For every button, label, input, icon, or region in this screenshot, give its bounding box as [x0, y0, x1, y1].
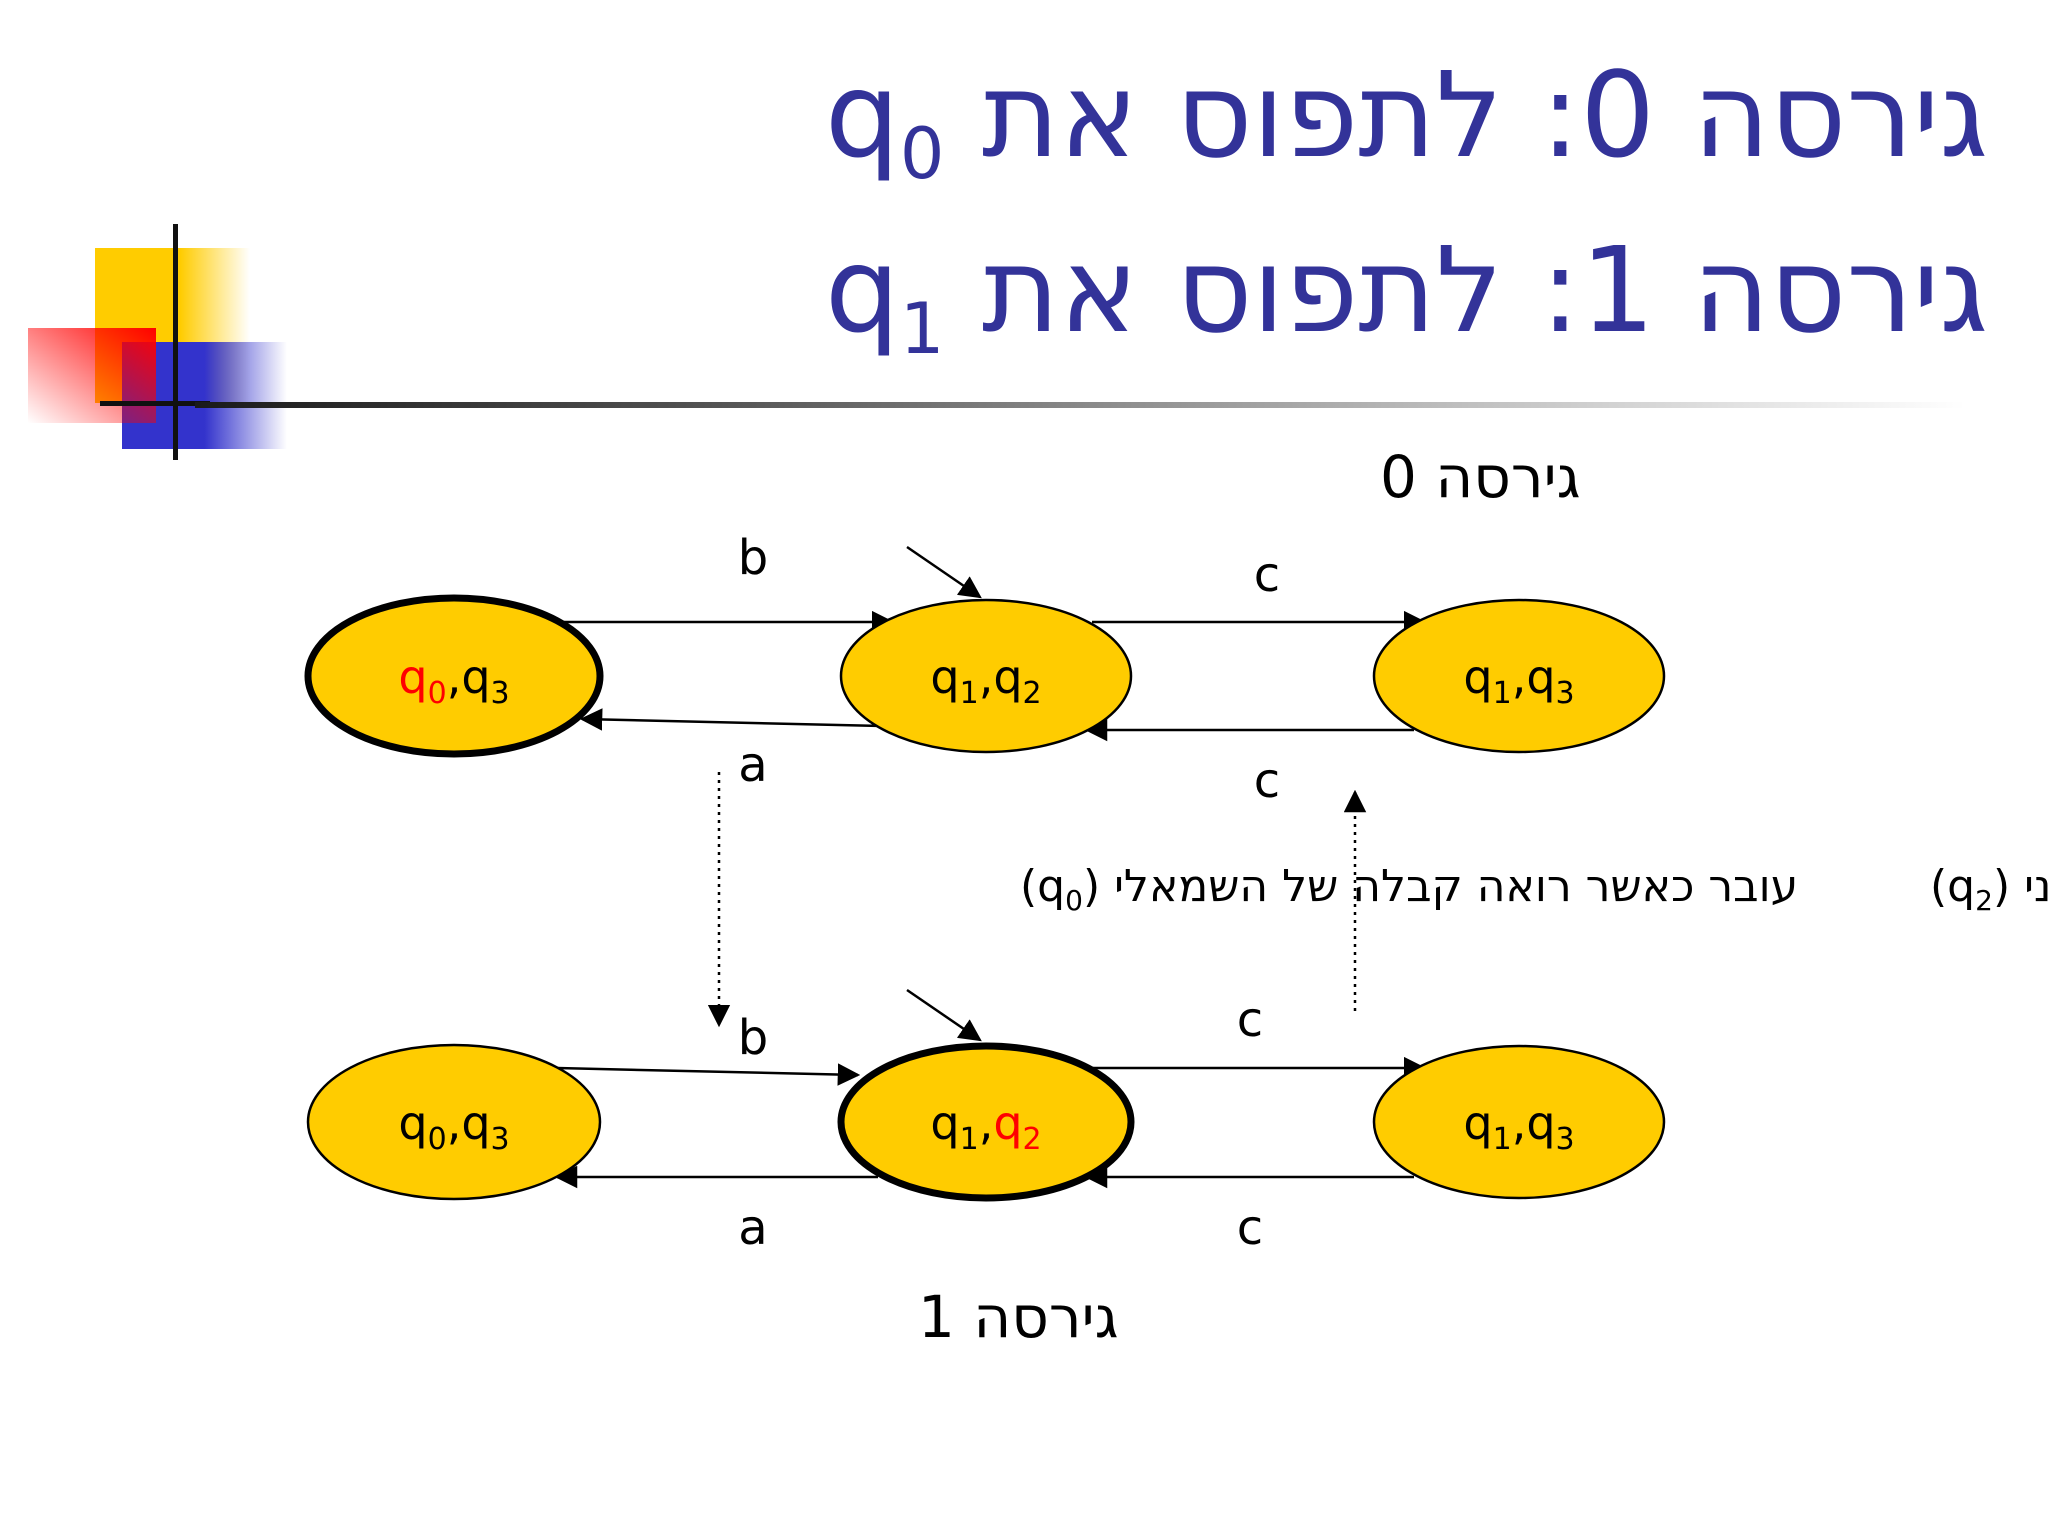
edge-label-c-forward: c	[1237, 992, 1263, 1048]
edge-label-a: a	[738, 737, 767, 793]
start-arrow	[906, 545, 982, 599]
version1-label: גירסה 1	[918, 1283, 1118, 1351]
svg-text:q0,q3: q0,q3	[398, 650, 509, 711]
title-state-index: 1	[899, 288, 945, 370]
edge-label-c-back: c	[1254, 753, 1280, 809]
title-line-1: גירסה 0: לתפוס את q0	[824, 46, 1988, 195]
svg-text:q1,q3: q1,q3	[1463, 1096, 1574, 1157]
svg-text:q0,q3: q0,q3	[398, 1096, 509, 1157]
edge-label-a: a	[738, 1200, 767, 1256]
edge-label-b: b	[738, 1010, 768, 1066]
edge-label-c-back: c	[1237, 1200, 1263, 1256]
row-version-0: b a c c q0,q3 q1,q2 q1,q3	[304, 530, 1666, 809]
state-q1-q3: q1,q3	[1372, 1044, 1666, 1200]
deco-red-square	[28, 328, 156, 423]
edge-b	[556, 1063, 861, 1086]
start-arrow	[906, 988, 982, 1042]
svg-text:q1,q2: q1,q2	[930, 1096, 1041, 1157]
note-right: עובר כאשר רואה קבלה של הימני (q2)	[1930, 861, 2048, 917]
version0-label: גירסה 0	[1380, 443, 1580, 511]
note-left: עובר כאשר רואה קבלה של השמאלי (q0)	[1020, 861, 1798, 917]
state-q0-q3: q0,q3	[306, 1043, 602, 1201]
deco-vertical-bar	[173, 224, 178, 460]
edge-label-b: b	[738, 530, 768, 586]
deco-horizontal-bar	[100, 401, 210, 406]
svg-text:q1,q3: q1,q3	[1463, 650, 1574, 711]
title-line-2: גירסה 1: לתפוס את q1	[824, 221, 1988, 370]
state-q1-q2: q1,q2	[837, 1042, 1135, 1202]
title-state-var: q	[824, 221, 900, 359]
title-state-index: 0	[899, 113, 945, 195]
title-state-var: q	[824, 46, 900, 184]
edge-label-c-forward: c	[1254, 547, 1280, 603]
edge-a	[579, 708, 883, 731]
state-q1-q3: q1,q3	[1372, 598, 1666, 754]
corner-decoration	[28, 224, 287, 460]
title-rule	[195, 402, 1965, 408]
state-q0-q3: q0,q3	[304, 594, 604, 758]
svg-text:q1,q2: q1,q2	[930, 650, 1041, 711]
row-version-1: b a c c q0,q3 q1,q2 q1,q3	[306, 988, 1666, 1256]
state-q1-q2: q1,q2	[839, 598, 1133, 754]
